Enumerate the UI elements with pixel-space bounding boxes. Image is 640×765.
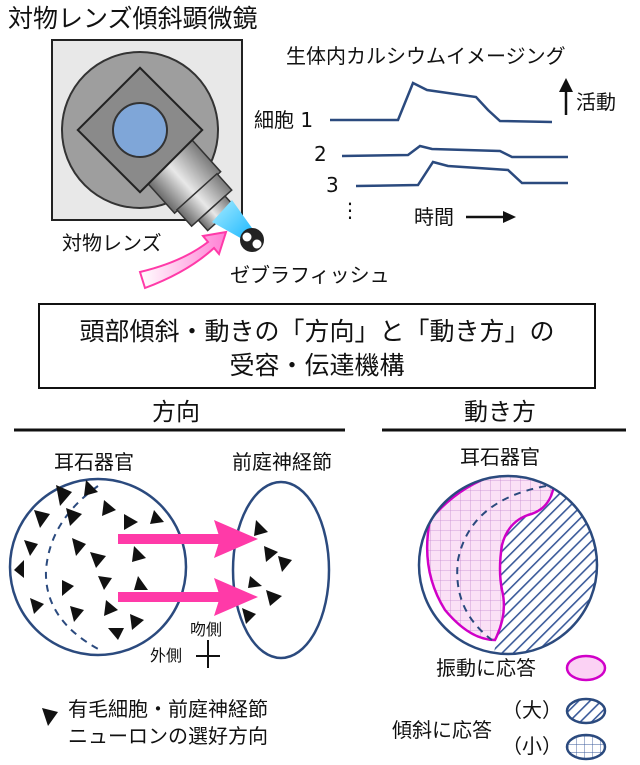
otolith-circle bbox=[8, 477, 188, 657]
microscope-title: 対物レンズ傾斜顕微鏡 bbox=[8, 4, 258, 33]
tilt-large-label: （大） bbox=[502, 698, 562, 722]
trace-cell-2 bbox=[341, 144, 568, 159]
rostral-label: 吻側 bbox=[190, 620, 223, 639]
calcium-traces bbox=[330, 78, 573, 223]
zebrafish-label: ゼブラフィッシュ bbox=[230, 263, 390, 287]
activity-label: 活動 bbox=[576, 90, 616, 114]
legend-hair-cell-icon bbox=[42, 708, 58, 726]
lateral-label: 外側 bbox=[150, 646, 183, 665]
cell-label-2: 2 bbox=[314, 142, 327, 166]
time-label: 時間 bbox=[414, 205, 454, 229]
legend-tilt-large-icon bbox=[565, 697, 607, 725]
hair-cell-markers bbox=[14, 480, 292, 640]
time-arrow bbox=[503, 211, 516, 223]
banner-line-2: 受容・伝達機構 bbox=[229, 351, 405, 380]
legend-tilt-small-icon bbox=[565, 733, 607, 761]
direction-heading: 方向 bbox=[152, 398, 200, 426]
vibration-label: 振動に応答 bbox=[436, 656, 536, 680]
fish-pointer-arrow bbox=[138, 230, 228, 290]
legend-vibration-icon bbox=[565, 654, 607, 682]
banner-line-1: 頭部傾斜・動きの「方向」と「動き方」の bbox=[79, 317, 555, 346]
movement-heading: 動き方 bbox=[464, 398, 536, 426]
trace-cell-1 bbox=[330, 81, 553, 124]
legend-text-line-1: 有毛細胞・前庭神経節 bbox=[68, 697, 268, 721]
objective-lens bbox=[112, 102, 168, 158]
cell-label-more: ⋮ bbox=[340, 198, 360, 222]
direction-otolith-label: 耳石器官 bbox=[54, 450, 134, 474]
banner-box: 頭部傾斜・動きの「方向」と「動き方」の 受容・伝達機構 bbox=[38, 303, 596, 389]
movement-otolith-label: 耳石器官 bbox=[460, 445, 540, 469]
cell-label-3: 3 bbox=[326, 173, 339, 197]
light-beam bbox=[212, 200, 252, 240]
objective-label: 対物レンズ bbox=[62, 231, 162, 255]
trace-cell-3 bbox=[355, 160, 568, 188]
tilt-label: 傾斜に応答 bbox=[392, 718, 492, 742]
legend-text-line-2: ニューロンの選好方向 bbox=[68, 724, 268, 748]
striola-line bbox=[44, 485, 101, 651]
microscope-illustration bbox=[51, 39, 264, 290]
vibration-region bbox=[425, 476, 556, 642]
tilt-small-label: （小） bbox=[502, 734, 562, 758]
movement-striola bbox=[456, 485, 547, 641]
movement-otolith-circle bbox=[417, 474, 599, 656]
ganglion-ellipse bbox=[231, 480, 331, 660]
imaging-title: 生体内カルシウムイメージング bbox=[286, 44, 566, 68]
activity-arrow bbox=[559, 78, 573, 92]
ganglion-label: 前庭神経節 bbox=[232, 450, 332, 474]
projection-arrows bbox=[118, 520, 258, 616]
cell-label-1: 細胞 1 bbox=[254, 108, 314, 132]
tilt-large-region bbox=[492, 476, 597, 654]
